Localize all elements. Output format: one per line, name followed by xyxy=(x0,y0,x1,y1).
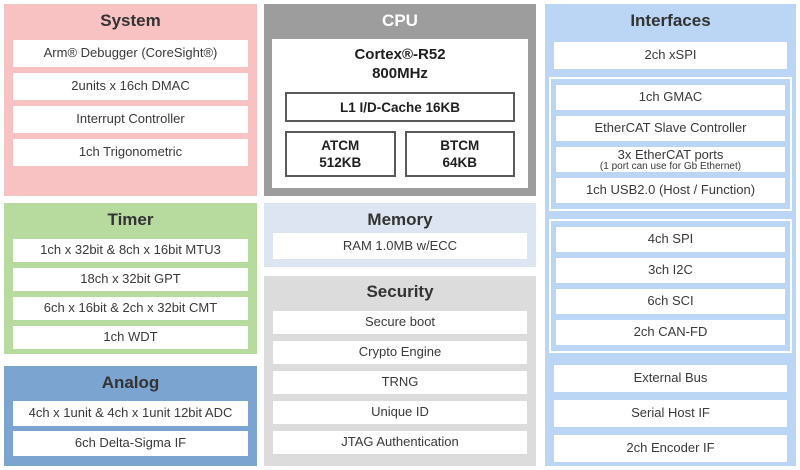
system-panel-title: System xyxy=(100,11,161,30)
timer-panel: Timer 1ch x 32bit & 8ch x 16bit MTU3 18c… xyxy=(4,203,257,354)
interfaces-item-ethercat-ports: 3x EtherCAT ports (1 port can use for Gb… xyxy=(556,147,785,172)
security-panel: Security Secure boot Crypto Engine TRNG … xyxy=(264,276,536,466)
interfaces-item-i2c: 3ch I2C xyxy=(556,258,785,283)
interfaces-panel-title: Interfaces xyxy=(630,11,711,30)
ethercat-ports-label: 3x EtherCAT ports xyxy=(617,146,724,162)
cpu-core-box: Cortex®-R52 800MHz L1 I/D-Cache 16KB ATC… xyxy=(272,39,528,188)
btcm-size: 64KB xyxy=(442,155,477,170)
interfaces-item-spi: 4ch SPI xyxy=(556,227,785,252)
timer-panel-title: Timer xyxy=(107,210,154,229)
l1-cache-box: L1 I/D-Cache 16KB xyxy=(285,92,515,122)
interfaces-panel: Interfaces 2ch xSPI 1ch GMAC EtherCAT Sl… xyxy=(545,4,796,466)
security-item-trng: TRNG xyxy=(273,371,527,394)
security-item-crypto-engine: Crypto Engine xyxy=(273,341,527,364)
timer-item-wdt: 1ch WDT xyxy=(13,326,248,349)
security-item-secure-boot: Secure boot xyxy=(273,311,527,334)
cpu-core-frequency: 800MHz xyxy=(372,65,428,82)
system-item-debugger: Arm® Debugger (CoreSight®) xyxy=(13,40,248,67)
interfaces-serial-group: 4ch SPI 3ch I2C 6ch SCI 2ch CAN-FD xyxy=(549,219,792,353)
interfaces-network-group: 1ch GMAC EtherCAT Slave Controller 3x Et… xyxy=(549,77,792,211)
memory-item-ram: RAM 1.0MB w/ECC xyxy=(273,233,527,259)
timer-item-gpt: 18ch x 32bit GPT xyxy=(13,268,248,291)
cpu-core-name: Cortex®-R52 xyxy=(354,46,446,63)
tcm-boxes: ATCM 512KB BTCM 64KB xyxy=(285,131,515,177)
system-item-trigonometric: 1ch Trigonometric xyxy=(13,139,248,166)
security-item-jtag-auth: JTAG Authentication xyxy=(273,431,527,454)
security-item-unique-id: Unique ID xyxy=(273,401,527,424)
ethercat-ports-note: (1 port can use for Gb Ethernet) xyxy=(599,160,742,172)
interfaces-item-sci: 6ch SCI xyxy=(556,289,785,314)
system-panel: System Arm® Debugger (CoreSight®) 2units… xyxy=(4,4,257,196)
analog-panel-title: Analog xyxy=(101,373,160,392)
atcm-size: 512KB xyxy=(319,155,362,170)
cpu-panel: CPU Cortex®-R52 800MHz L1 I/D-Cache 16KB… xyxy=(264,4,536,196)
btcm-name: BTCM xyxy=(440,138,480,153)
atcm-box: ATCM 512KB xyxy=(285,131,396,177)
interfaces-item-usb: 1ch USB2.0 (Host / Function) xyxy=(556,178,785,203)
interfaces-item-ethercat-slave: EtherCAT Slave Controller xyxy=(556,116,785,141)
system-item-dmac: 2units x 16ch DMAC xyxy=(13,73,248,100)
interfaces-item-gmac: 1ch GMAC xyxy=(556,85,785,110)
interfaces-item-external-bus: External Bus xyxy=(554,365,787,392)
interfaces-item-xspi: 2ch xSPI xyxy=(554,42,787,69)
analog-item-delta-sigma: 6ch Delta-Sigma IF xyxy=(13,431,248,456)
timer-item-cmt: 6ch x 16bit & 2ch x 32bit CMT xyxy=(13,297,248,320)
memory-panel: Memory RAM 1.0MB w/ECC xyxy=(264,203,536,267)
analog-panel: Analog 4ch x 1unit & 4ch x 1unit 12bit A… xyxy=(4,366,257,466)
cpu-panel-title: CPU xyxy=(382,11,418,30)
btcm-box: BTCM 64KB xyxy=(404,131,515,177)
memory-panel-title: Memory xyxy=(367,210,433,229)
interfaces-item-encoder: 2ch Encoder IF xyxy=(554,435,787,462)
analog-item-adc: 4ch x 1unit & 4ch x 1unit 12bit ADC xyxy=(13,401,248,426)
timer-item-mtu3: 1ch x 32bit & 8ch x 16bit MTU3 xyxy=(13,239,248,262)
system-item-interrupt-controller: Interrupt Controller xyxy=(13,106,248,133)
interfaces-item-can-fd: 2ch CAN-FD xyxy=(556,320,785,345)
interfaces-item-serial-host: Serial Host IF xyxy=(554,400,787,427)
atcm-name: ATCM xyxy=(321,138,360,153)
security-panel-title: Security xyxy=(366,282,434,301)
